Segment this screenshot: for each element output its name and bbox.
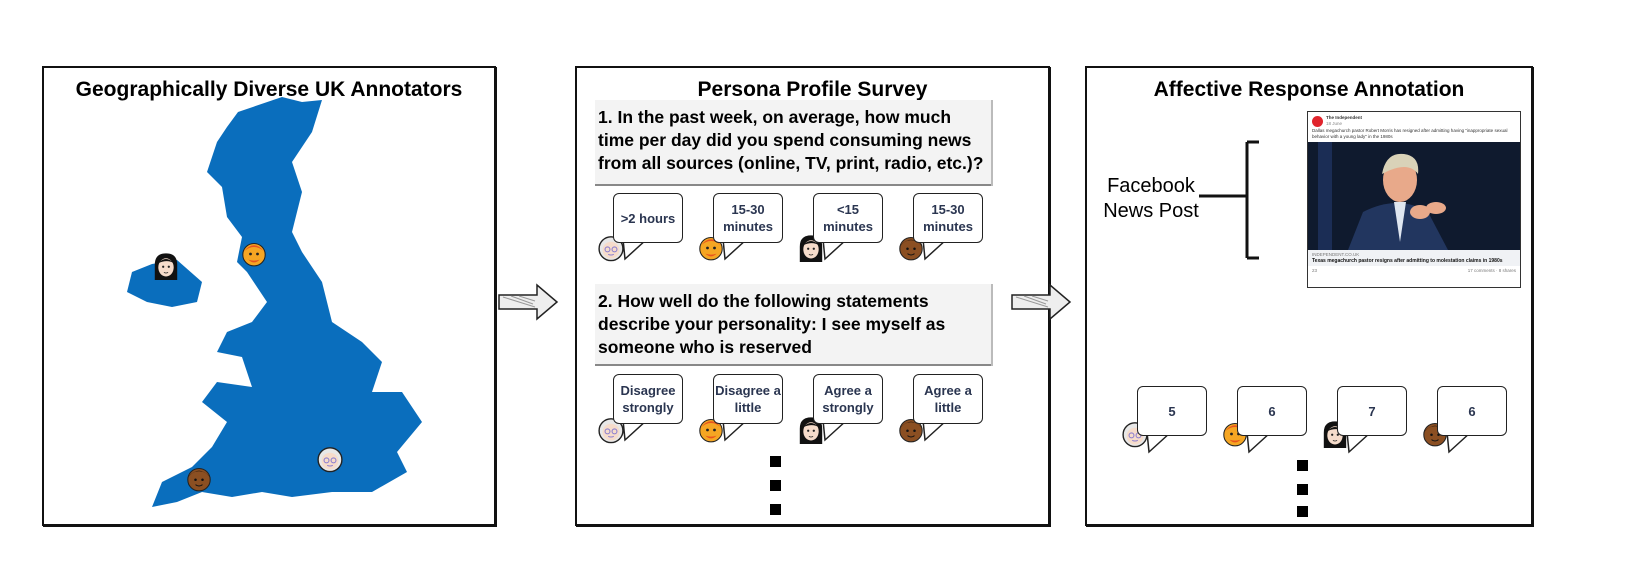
answer-bubble: 15-30 minutes (913, 193, 983, 243)
post-headline: Texas megachurch pastor resigns after ad… (1312, 258, 1503, 264)
annotator-dark-skin-man-icon (185, 465, 213, 493)
answer-bubble-text: Disagree a little (715, 383, 781, 415)
ellipsis-dot (1297, 460, 1308, 471)
post-source: The Independent (1326, 115, 1362, 120)
annotation-title: Affective Response Annotation (1153, 78, 1465, 101)
uk-map (127, 97, 422, 507)
publisher-logo-icon (1312, 115, 1323, 127)
post-date: 18 June (1326, 121, 1343, 126)
rating-bubble: 7 (1337, 386, 1407, 436)
post-shares: 8 shares (1498, 268, 1516, 273)
speech-tail (822, 419, 848, 442)
ellipsis-dot (1297, 506, 1308, 517)
rating-bubble-text: 6 (1468, 403, 1476, 419)
speech-tail (1246, 431, 1272, 454)
annotators-panel: Geographically Diverse UK Annotators (42, 66, 496, 526)
bracket (1199, 140, 1259, 260)
speech-tail (822, 238, 848, 261)
ellipsis-dot (770, 480, 781, 491)
answer-bubble-text: Disagree strongly (620, 383, 676, 415)
answer-bubble: Disagree strongly (613, 374, 683, 424)
annotation-panel: Affective Response Annotation Facebook N… (1085, 66, 1533, 526)
survey-question-2: 2. How well do the following statements … (595, 284, 991, 366)
answer-bubble-text: 15-30 minutes (923, 202, 973, 234)
rating-bubble: 6 (1437, 386, 1507, 436)
ellipsis-dot (770, 504, 781, 515)
post-caption: Dallas megachurch pastor Robert Morris h… (1312, 128, 1508, 139)
speech-tail (722, 419, 748, 442)
rating-bubble: 6 (1237, 386, 1307, 436)
annotators-title: Geographically Diverse UK Annotators (75, 78, 463, 101)
speech-tail (922, 419, 948, 442)
annotator-red-hair-man-icon (240, 240, 268, 268)
great-britain-shape (152, 97, 422, 507)
post-photo (1308, 142, 1520, 250)
arrow-right-icon (498, 283, 559, 321)
answer-bubble: <15 minutes (813, 193, 883, 243)
rating-bubble-text: 6 (1268, 403, 1276, 419)
answer-bubble: >2 hours (613, 193, 683, 243)
post-reactions: 23 (1312, 268, 1318, 273)
speech-tail (1146, 431, 1172, 454)
speech-tail (1446, 431, 1472, 454)
post-domain: INDEPENDENT.CO.UK (1312, 252, 1360, 257)
answer-bubble: Disagree a little (713, 374, 783, 424)
rating-bubble-text: 5 (1168, 403, 1176, 419)
survey-title: Persona Profile Survey (697, 78, 928, 101)
speech-tail (622, 238, 648, 261)
answer-bubble-text: >2 hours (620, 210, 676, 226)
answer-bubble: 15-30 minutes (713, 193, 783, 243)
ellipsis-dot (770, 456, 781, 467)
answer-bubble: Agree a little (913, 374, 983, 424)
post-label: Facebook News Post (1103, 175, 1199, 222)
rating-bubble-text: 7 (1368, 403, 1376, 419)
answer-bubble-text: Agree a little (924, 383, 972, 415)
annotator-woman-icon (152, 252, 180, 280)
speech-tail (1346, 431, 1372, 454)
answer-bubble-text: 15-30 minutes (723, 202, 773, 234)
speech-tail (922, 238, 948, 261)
answer-bubble-text: Agree a strongly (822, 383, 874, 415)
survey-panel: Persona Profile Survey 1. In the past we… (575, 66, 1050, 526)
answer-bubble: Agree a strongly (813, 374, 883, 424)
arrow-right-icon (1011, 283, 1072, 321)
post-comments: 17 comments (1467, 268, 1495, 273)
annotator-older-person-icon (316, 445, 344, 473)
ellipsis-dot (1297, 484, 1308, 495)
speech-tail (722, 238, 748, 261)
answer-bubble-text: <15 minutes (823, 202, 873, 234)
speech-tail (622, 419, 648, 442)
northern-ireland-shape (127, 260, 202, 307)
rating-bubble: 5 (1137, 386, 1207, 436)
survey-question-1: 1. In the past week, on average, how muc… (595, 100, 991, 186)
